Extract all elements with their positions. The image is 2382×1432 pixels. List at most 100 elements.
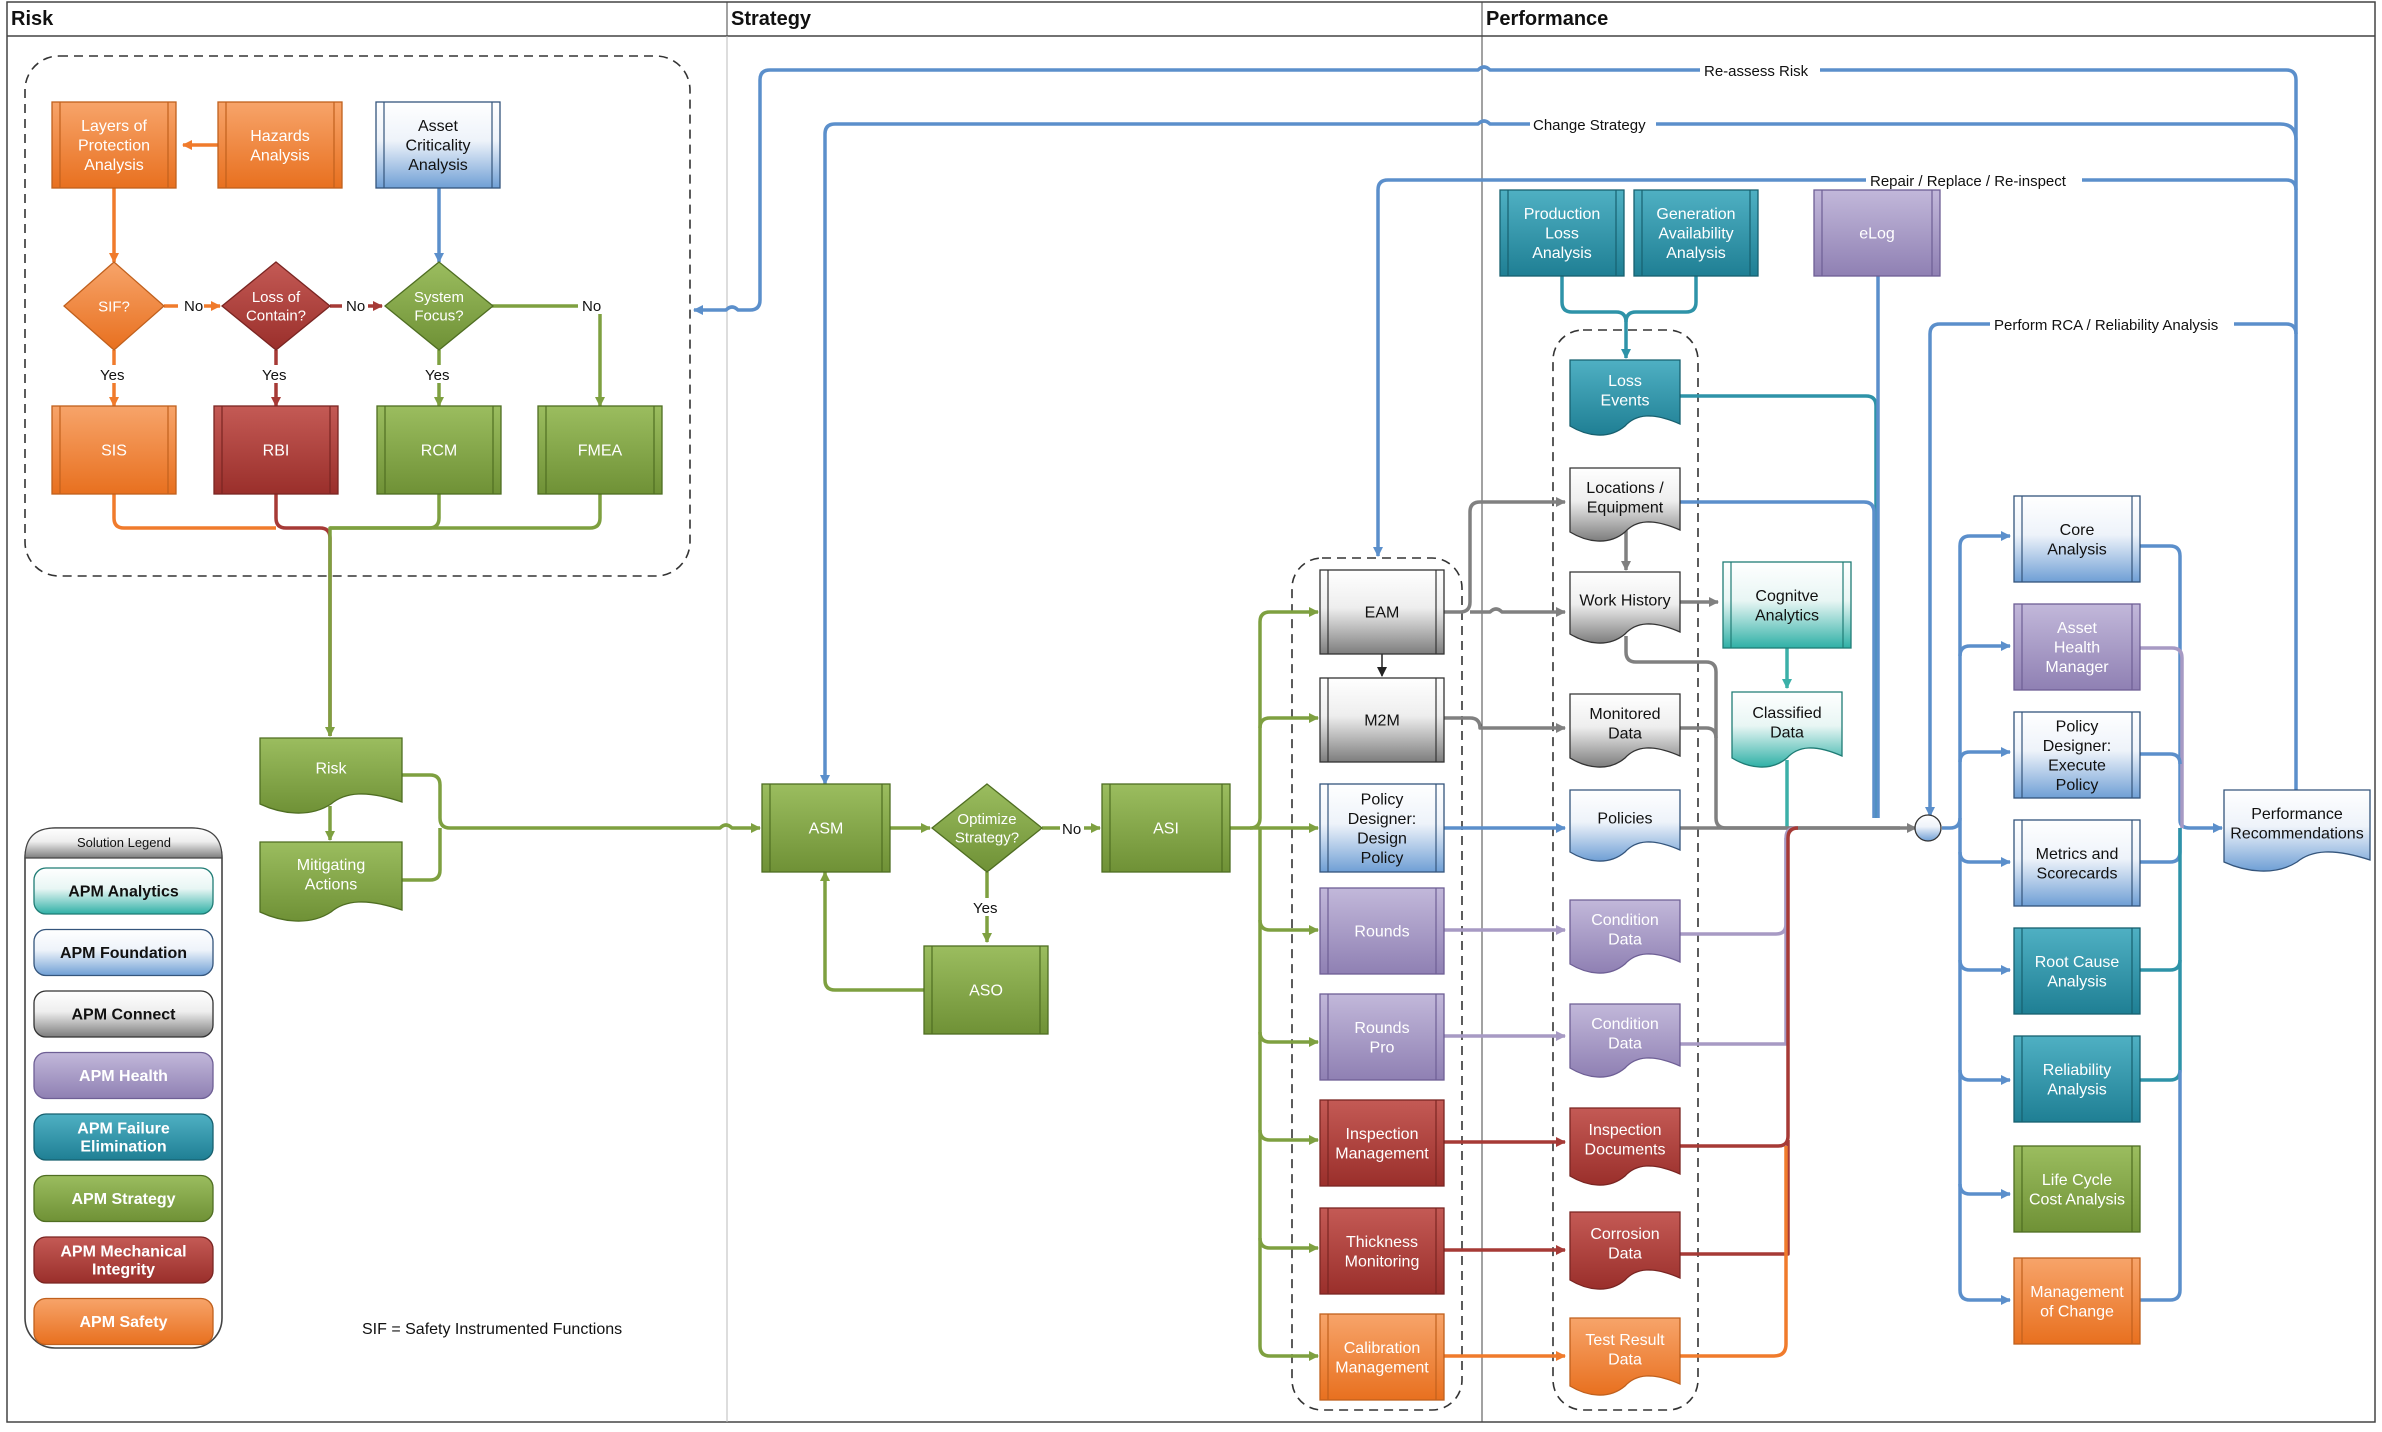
edge-corrosion-hub — [1680, 1140, 1790, 1256]
policies-label: Policies — [1597, 811, 1652, 828]
dashed-groups — [24, 55, 1699, 1411]
edge-m2m-monitored — [1444, 716, 1566, 733]
label-no-sif: No — [184, 298, 203, 315]
legend-item-label: APM Analytics — [68, 884, 179, 901]
label-yes-optimize: Yes — [973, 900, 997, 917]
lane-risk-title: Risk — [11, 8, 54, 30]
edge-eam-workhistory — [1470, 607, 1566, 617]
legend-item-label: APM Strategy — [71, 1191, 175, 1208]
elog-node[interactable]: eLog — [1813, 189, 1941, 277]
work-history-label: Work History — [1579, 593, 1670, 610]
edge-aso-asm — [820, 871, 924, 992]
data-merge-hub — [1914, 814, 1942, 842]
locations-document[interactable]: Locations /Equipment — [1569, 467, 1681, 542]
asi-node[interactable]: ASI — [1101, 783, 1231, 873]
rounds-node[interactable]: Rounds — [1319, 887, 1445, 975]
legend-item-label: APM Safety — [79, 1314, 167, 1331]
edge-repair — [1373, 178, 2298, 557]
work-history-document[interactable]: Work History — [1569, 571, 1681, 644]
asm-node[interactable]: ASM — [761, 783, 891, 873]
edge-fmea-merge — [325, 494, 602, 737]
sif-label: SIF? — [98, 298, 130, 315]
legend-item-analytics: APM Analytics — [33, 867, 214, 915]
asm-label: ASM — [809, 821, 844, 838]
edge-asi-fanout — [1230, 607, 1319, 830]
label-perform-rca: Perform RCA / Reliability Analysis — [1994, 317, 2218, 334]
aso-node[interactable]: ASO — [923, 945, 1049, 1035]
sis-label: SIS — [101, 443, 127, 460]
edge-workhistory-hub — [1624, 636, 1900, 830]
label-reassess-risk: Re-assess Risk — [1704, 63, 1809, 80]
rbi-node[interactable]: RBI — [213, 405, 339, 495]
legend-item-safety: APM Safety — [33, 1297, 214, 1346]
rcm-node[interactable]: RCM — [376, 405, 502, 495]
legend-item-foundation: APM Foundation — [33, 928, 214, 977]
edge-system-fmea — [492, 304, 605, 407]
edge-inspdocs-hub — [1680, 826, 1799, 1148]
edge-monitored-hub — [1680, 726, 1718, 739]
fmea-node[interactable]: FMEA — [537, 405, 663, 495]
label-no-optimize: No — [1062, 821, 1081, 838]
edge-perform-rca — [1925, 322, 2298, 817]
risk-document[interactable]: Risk — [259, 737, 403, 814]
sif-decision[interactable]: SIF? — [63, 261, 165, 351]
eam-node[interactable]: EAM — [1319, 569, 1445, 655]
edge-risk-asm — [402, 773, 761, 833]
legend-item-strategy: APM Strategy — [33, 1174, 214, 1223]
m2m-node[interactable]: M2M — [1319, 677, 1445, 763]
policies-document[interactable]: Policies — [1569, 789, 1681, 862]
edge-test-hub — [1680, 1146, 1788, 1358]
sis-node[interactable]: SIS — [51, 405, 177, 495]
